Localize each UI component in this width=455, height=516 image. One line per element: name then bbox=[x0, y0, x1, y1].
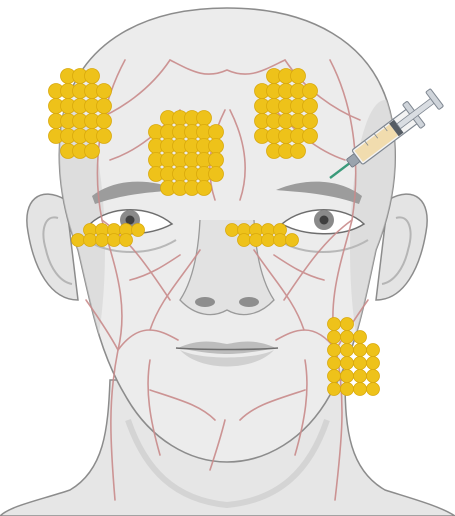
injection-dot bbox=[120, 234, 133, 247]
injection-dot bbox=[328, 318, 341, 331]
injection-dot bbox=[328, 331, 341, 344]
injection-dot bbox=[108, 234, 121, 247]
injection-dot bbox=[303, 84, 318, 99]
injection-dot bbox=[303, 99, 318, 114]
injection-dot bbox=[367, 357, 380, 370]
injection-dot bbox=[97, 129, 112, 144]
injection-dot bbox=[341, 344, 354, 357]
injection-dot bbox=[262, 234, 275, 247]
injection-dot bbox=[197, 181, 212, 196]
injection-dot bbox=[286, 234, 299, 247]
injection-dot bbox=[341, 383, 354, 396]
injection-dot bbox=[354, 383, 367, 396]
injection-dot bbox=[132, 224, 145, 237]
injection-dot bbox=[303, 129, 318, 144]
injection-dot bbox=[97, 99, 112, 114]
injection-dot bbox=[72, 234, 85, 247]
injection-dot bbox=[354, 370, 367, 383]
injection-dot bbox=[209, 153, 224, 168]
injection-dot bbox=[328, 357, 341, 370]
injection-dot bbox=[238, 234, 251, 247]
injection-dot bbox=[328, 383, 341, 396]
injection-dot bbox=[291, 144, 306, 159]
injection-dot bbox=[354, 344, 367, 357]
injection-dot bbox=[291, 69, 306, 84]
injection-dot bbox=[84, 234, 97, 247]
injection-dot bbox=[367, 383, 380, 396]
injection-dot bbox=[303, 114, 318, 129]
injection-dot bbox=[328, 344, 341, 357]
injection-dot bbox=[85, 69, 100, 84]
injection-dot bbox=[341, 357, 354, 370]
injection-dot bbox=[341, 370, 354, 383]
injection-dot bbox=[85, 144, 100, 159]
injection-dot bbox=[209, 125, 224, 140]
injection-dot bbox=[328, 370, 341, 383]
injection-dot bbox=[226, 224, 239, 237]
injection-dot bbox=[97, 84, 112, 99]
injection-dot bbox=[274, 234, 287, 247]
injection-dot bbox=[367, 344, 380, 357]
injection-dot bbox=[354, 357, 367, 370]
injection-dot bbox=[197, 111, 212, 126]
injection-dot bbox=[97, 114, 112, 129]
injection-dot bbox=[209, 167, 224, 182]
injection-dot bbox=[96, 234, 109, 247]
injection-dot bbox=[354, 331, 367, 344]
injection-dot bbox=[250, 234, 263, 247]
injection-dot bbox=[209, 139, 224, 154]
injection-dot bbox=[341, 318, 354, 331]
injection-dot bbox=[341, 331, 354, 344]
injection-dot bbox=[367, 370, 380, 383]
